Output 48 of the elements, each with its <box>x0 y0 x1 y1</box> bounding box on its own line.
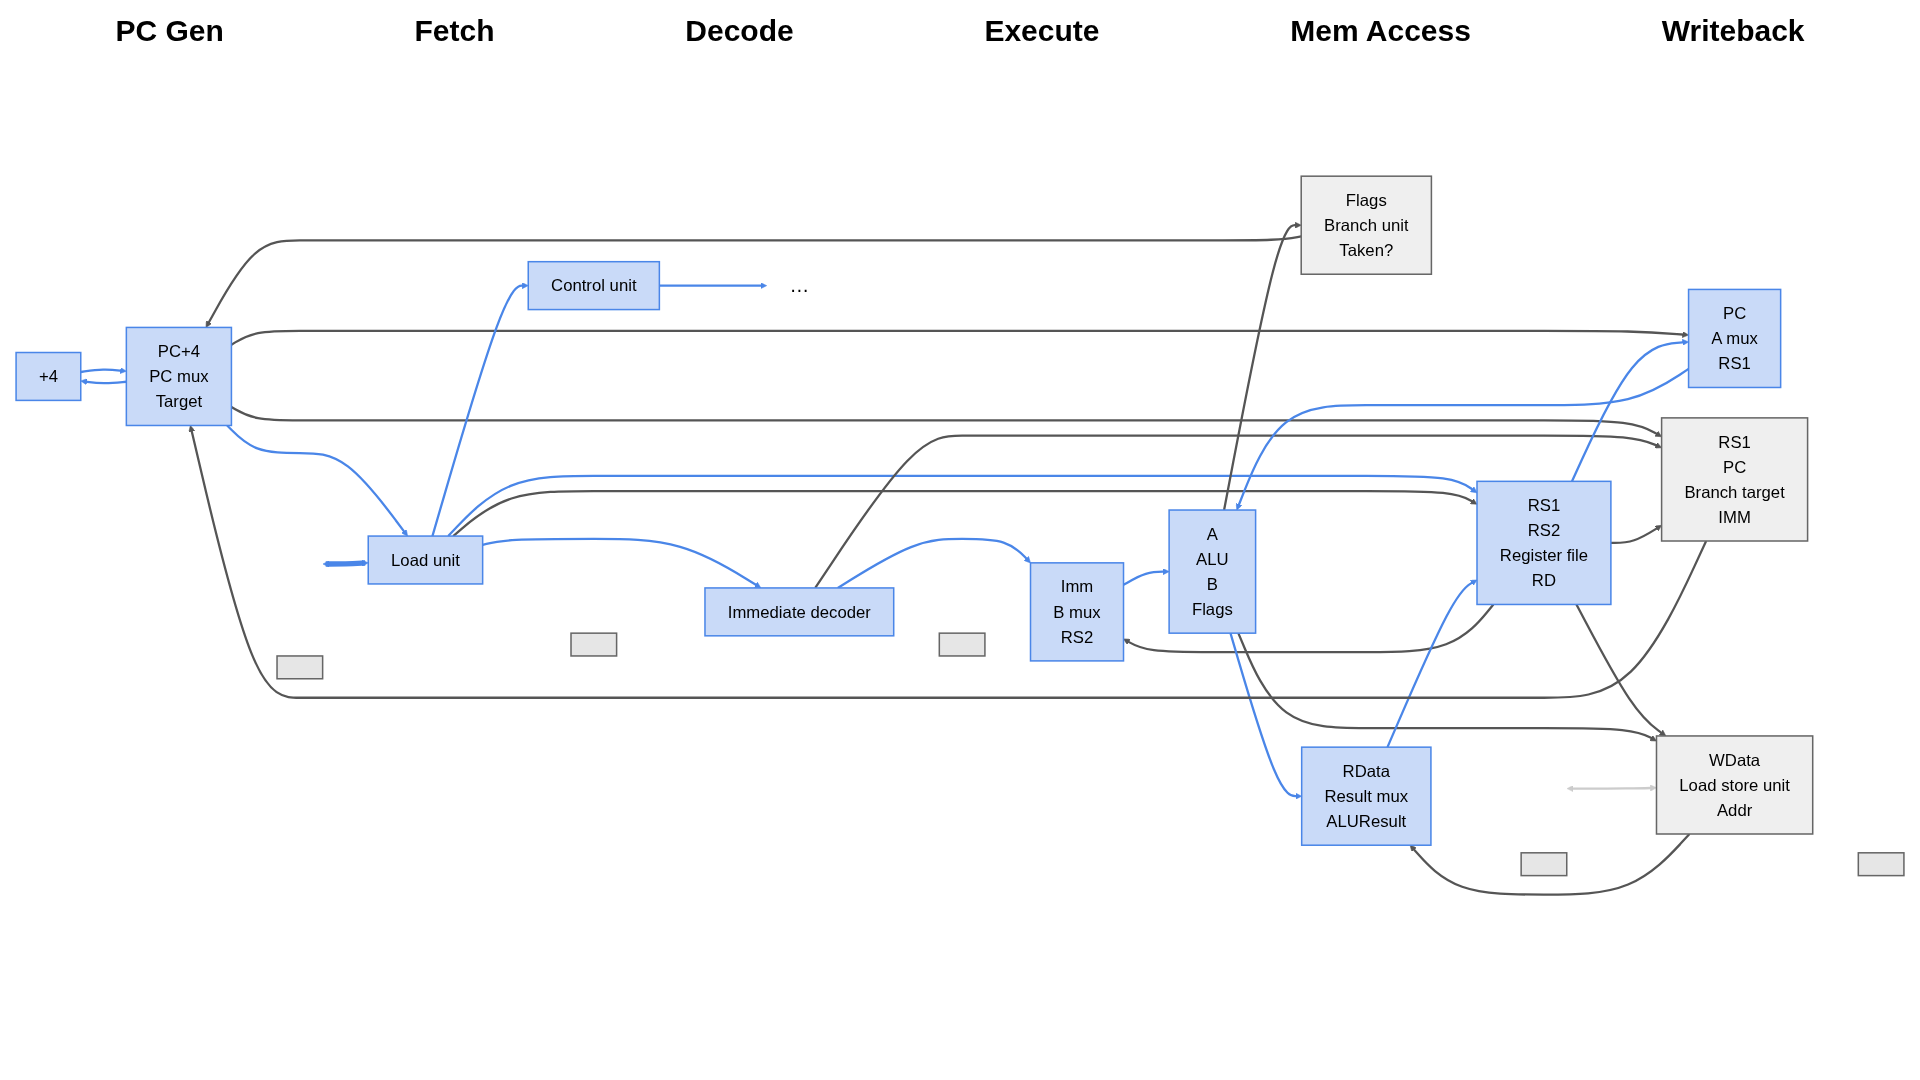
arrow <box>80 367 127 374</box>
arrow <box>1566 784 1657 792</box>
arrow <box>1123 603 1495 654</box>
stage-heading: Writeback <box>1661 14 1805 48</box>
arrow <box>1386 579 1478 748</box>
node-bar <box>1857 852 1905 877</box>
arrow <box>1229 632 1302 800</box>
arrow <box>1575 603 1667 737</box>
node-bar <box>570 632 618 657</box>
node-box: RS1 PC Branch target IMM <box>1660 417 1809 542</box>
arrow <box>1237 632 1657 742</box>
arrow <box>205 235 1302 328</box>
stage-heading: Fetch <box>414 14 495 48</box>
stage-heading: Decode <box>685 14 794 48</box>
arrow <box>659 282 767 289</box>
arrow <box>482 537 762 589</box>
arrow <box>1409 833 1691 896</box>
stage-heading: Execute <box>984 14 1100 48</box>
arrow <box>452 489 1478 537</box>
node-bar <box>276 655 324 680</box>
node-box: Immediate decoder <box>704 587 895 637</box>
arrow <box>837 537 1031 589</box>
arrow <box>447 474 1478 537</box>
stage-heading: PC Gen <box>115 14 224 48</box>
node-box: Load unit <box>367 535 484 585</box>
node-box: RData Result mux ALUResult <box>1300 746 1432 846</box>
arrow <box>80 378 127 386</box>
arrow <box>188 425 1708 699</box>
node-box: +4 <box>15 351 82 402</box>
node-box: Flags Branch unit Taken? <box>1300 175 1433 275</box>
arrow <box>322 559 369 568</box>
stage-heading: Mem Access <box>1290 14 1471 48</box>
node-box: RS1 RS2 Register file RD <box>1476 480 1612 606</box>
node-box: WData Load store unit Addr <box>1655 735 1814 835</box>
node-box: A ALU B Flags <box>1168 509 1257 634</box>
node-box: PC A mux RS1 <box>1687 288 1782 389</box>
node-text: … <box>789 273 810 297</box>
arrow <box>814 434 1662 589</box>
node-bar <box>938 632 986 657</box>
arrow <box>226 424 408 537</box>
arrow <box>1223 221 1302 511</box>
arrow <box>1570 339 1689 482</box>
node-box: Control unit <box>527 260 661 311</box>
arrow <box>431 282 529 537</box>
node-box: PC+4 PC mux Target <box>125 326 233 427</box>
node-bar <box>1520 852 1568 877</box>
node-box: Imm B mux RS2 <box>1029 562 1125 662</box>
arrow <box>1610 525 1662 545</box>
